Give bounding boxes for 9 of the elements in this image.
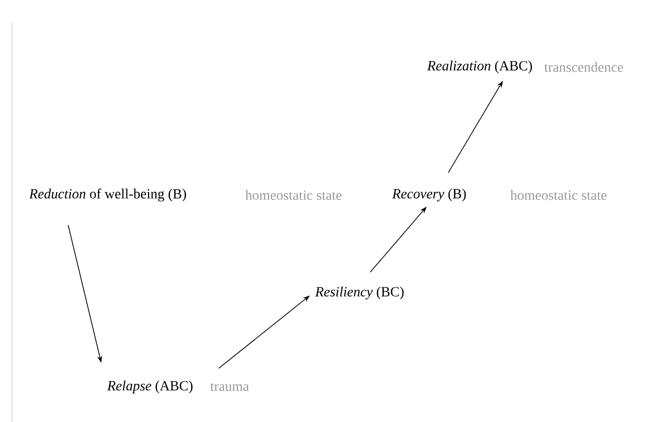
state-label: trauma	[210, 382, 249, 391]
state-label: transcendence	[544, 62, 623, 72]
state-label: homeostatic state	[510, 190, 607, 200]
stage-label: Realization (ABC)	[427, 60, 532, 74]
state-label: homeostatic state	[245, 190, 342, 200]
stage-label: Relapse (ABC)	[107, 380, 193, 394]
stage-label: Reduction of well-being (B)	[29, 188, 186, 202]
stage-label: Recovery (B)	[392, 188, 466, 202]
stage-label: Resiliency (BC)	[315, 286, 404, 300]
